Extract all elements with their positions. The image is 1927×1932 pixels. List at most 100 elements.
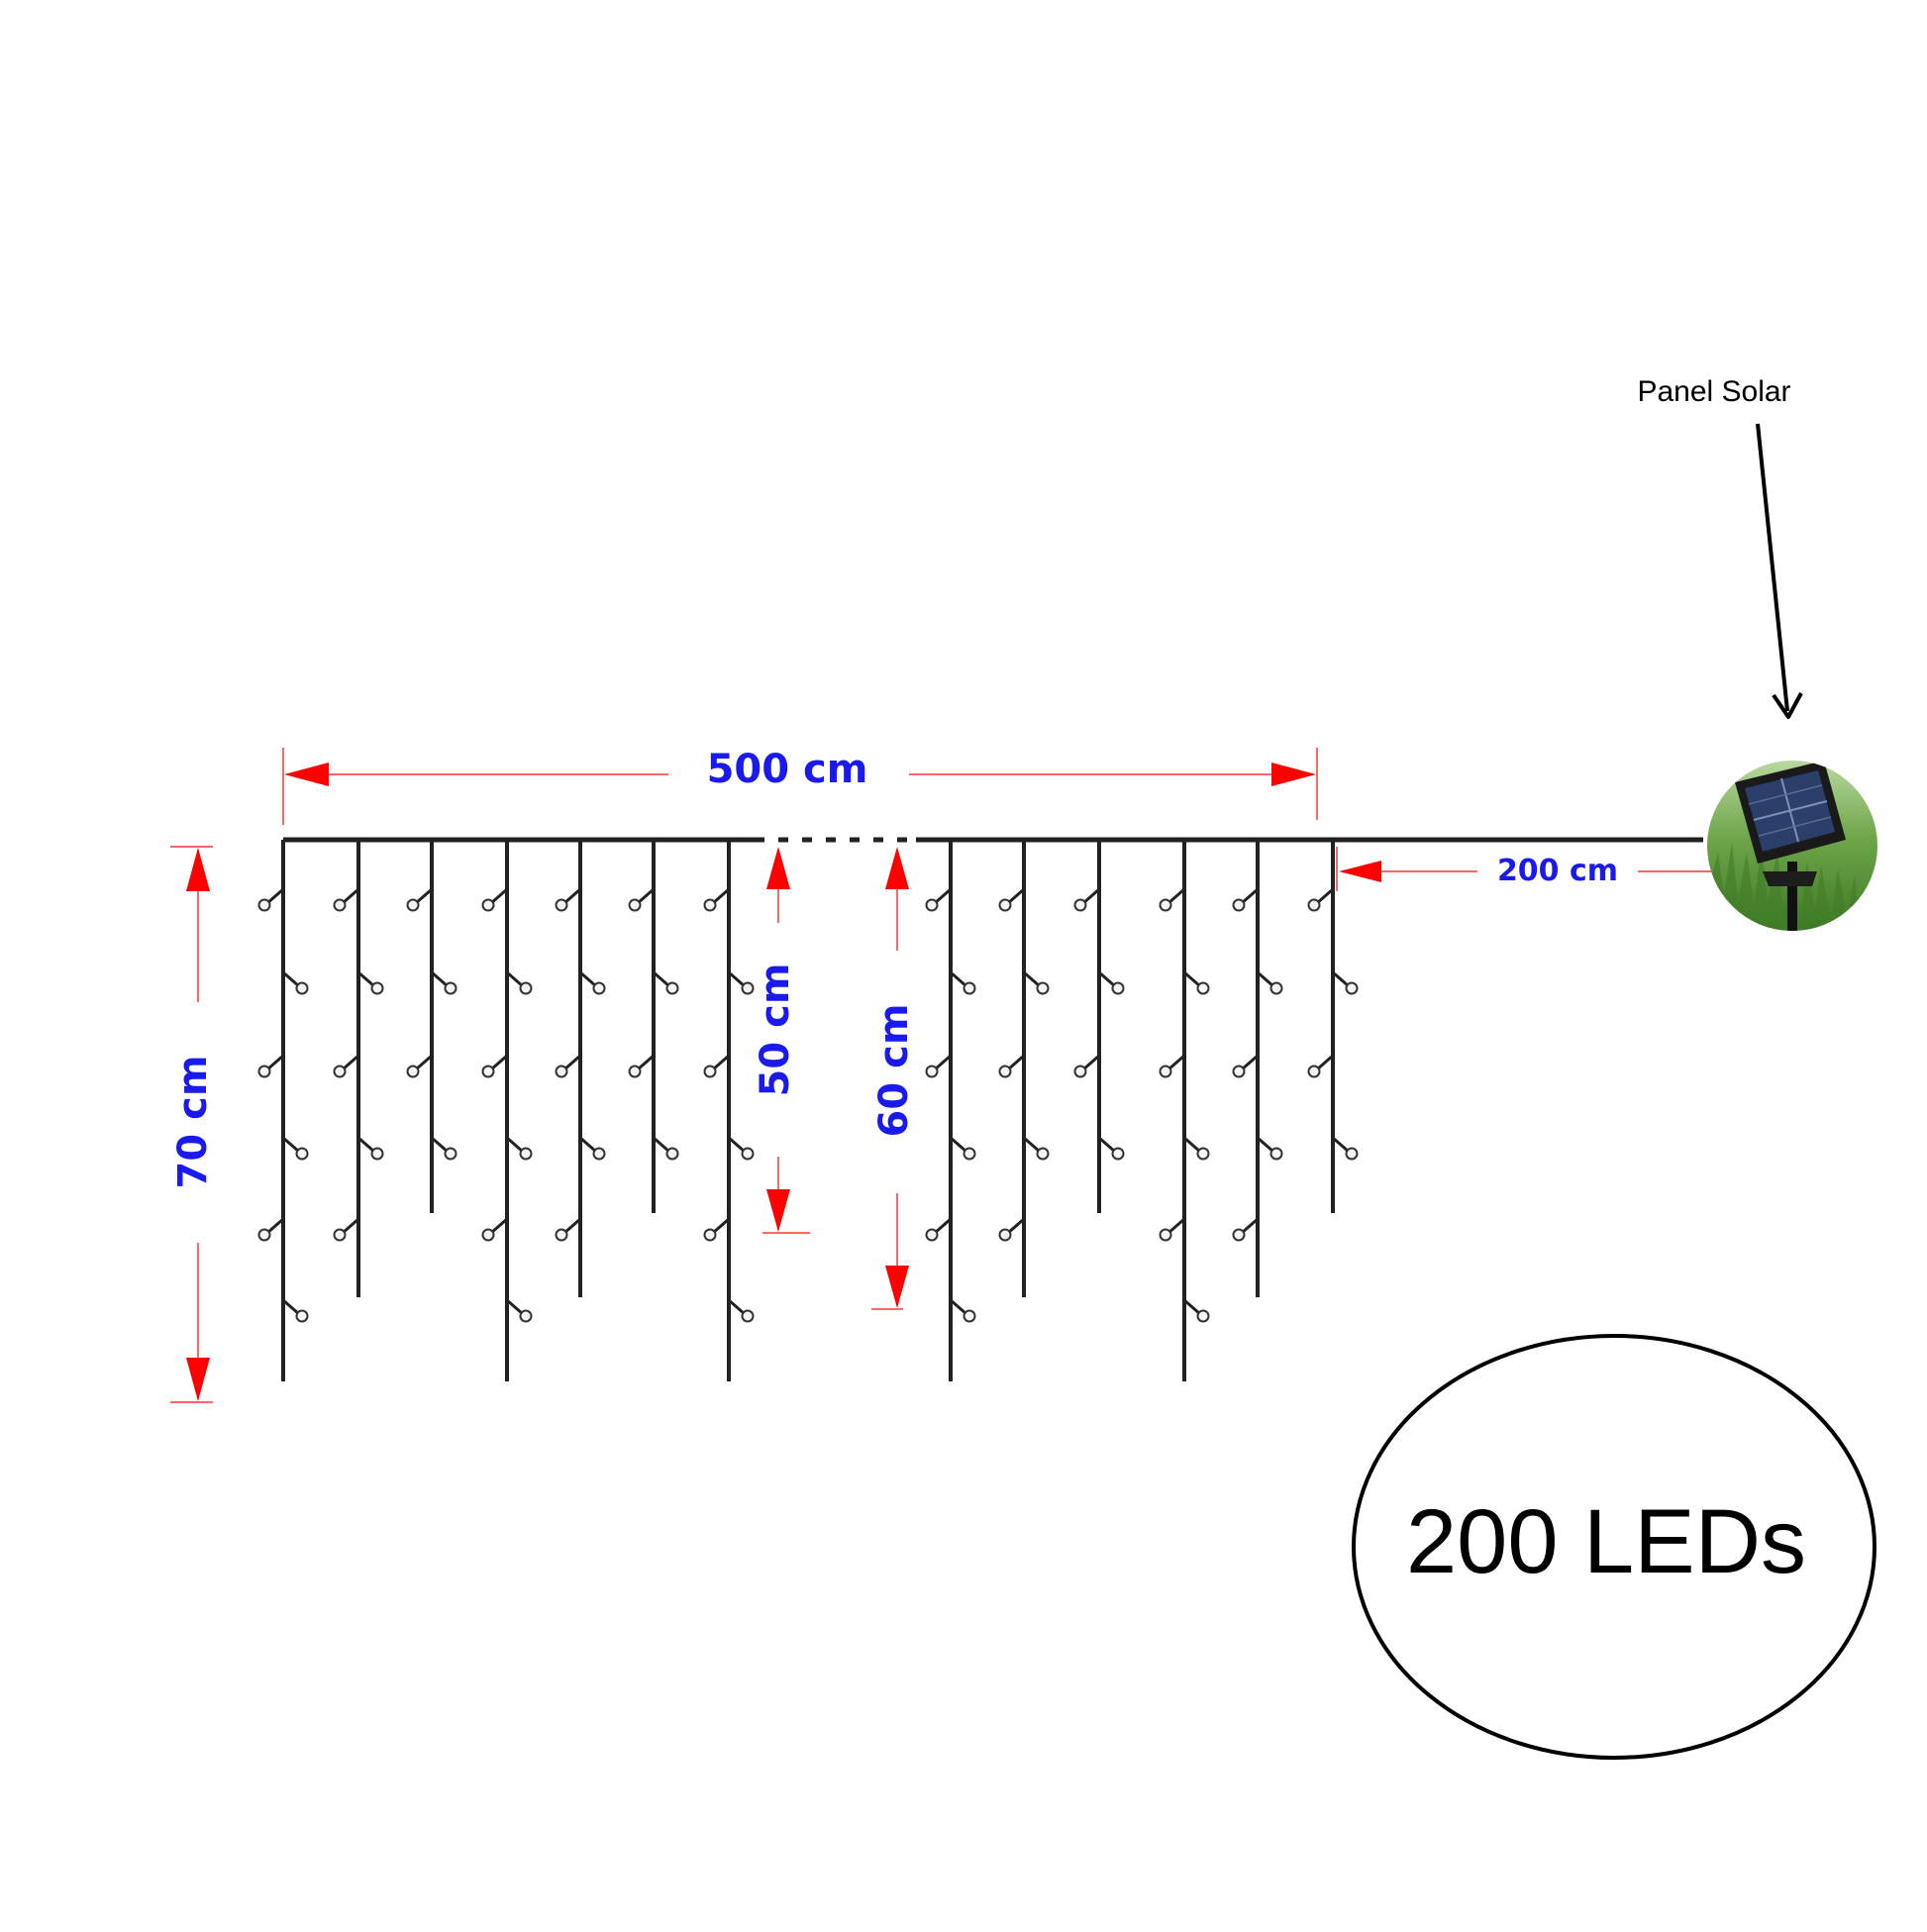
led-bulb-icon [592,1147,606,1161]
led-stub [934,1217,952,1235]
led-bulb-icon [925,1228,939,1242]
led-bulb-icon [1036,981,1050,995]
height-60-dimension: 60 cm [871,847,917,1310]
led-bulb-icon [628,1065,642,1078]
led-stub [1167,1054,1185,1071]
led-stub [950,1136,967,1154]
cable-label: 200 cm [1497,854,1618,888]
led-bulb-icon [925,898,939,912]
led-bulb-icon [406,1065,420,1078]
led-stub [1183,970,1201,988]
led-bulb-icon [998,1065,1012,1078]
led-stub [712,1054,730,1071]
led-stub [282,970,300,988]
led-stub [1007,1054,1025,1071]
arrow-down-icon [186,1358,210,1401]
led-stub [282,1136,300,1154]
led-bulb-icon [1111,1147,1125,1161]
led-stub [490,887,508,905]
height-60-label: 60 cm [871,1004,917,1138]
led-stub [266,1217,284,1235]
solar-panel-icon [1707,761,1877,931]
height-50-label: 50 cm [753,964,798,1097]
led-bulb-icon [519,1309,533,1323]
width-label: 500 cm [707,747,868,792]
led-bulb-icon [925,1065,939,1078]
led-stub [950,970,967,988]
led-stub [506,970,524,988]
led-bulb-icon [333,898,347,912]
led-stub [282,1298,300,1316]
led-stub [563,1054,581,1071]
led-bulb-icon [703,1228,717,1242]
led-bulb-icon [444,981,457,995]
led-bulb-icon [1111,981,1125,995]
height-70-dimension: 70 cm [170,846,216,1403]
led-bulb-icon [481,1228,495,1242]
led-stub [1098,970,1116,988]
led-bulb-icon [1232,898,1246,912]
arrow-left-icon [284,763,329,786]
led-bulb-icon [998,1228,1012,1242]
led-bulb-icon [333,1065,347,1078]
led-stub [712,1217,730,1235]
led-stub [653,1136,670,1154]
led-bulb-icon [1159,1228,1172,1242]
pointer-arrow-icon [1756,423,1803,719]
height-50-dimension: 50 cm [753,847,810,1234]
height-70-label: 70 cm [170,1056,216,1189]
led-stub [637,1054,655,1071]
led-stub [563,1217,581,1235]
led-stub [1023,970,1041,988]
led-stub [1316,887,1334,905]
led-bulb-icon [555,1065,568,1078]
led-bulb-icon [519,981,533,995]
led-stub [712,887,730,905]
led-bulb-icon [741,1309,755,1323]
led-bulb-icon [481,1065,495,1078]
led-stub [342,1217,359,1235]
led-stub [266,1054,284,1071]
led-stub [637,887,655,905]
led-stub [342,1054,359,1071]
led-stub [431,970,449,988]
led-stub [490,1054,508,1071]
led-bulb-icon [295,1309,309,1323]
led-bulb-icon [665,981,679,995]
led-stub [1098,1136,1116,1154]
led-bulb-icon [481,898,495,912]
width-dimension: 500 cm [282,747,1318,825]
led-stub [1183,1298,1201,1316]
led-count-text: 200 LEDs [1406,1491,1806,1592]
led-bulb-icon [555,898,568,912]
led-stub [728,1136,746,1154]
led-bulb-icon [1196,1147,1210,1161]
icicle-strands [257,840,1359,1381]
led-stub [490,1217,508,1235]
arrow-up-icon [766,847,790,889]
led-stub [1167,887,1185,905]
led-bulb-icon [963,981,976,995]
led-bulb-icon [1232,1065,1246,1078]
led-bulb-icon [257,898,271,912]
led-bulb-icon [1269,981,1283,995]
led-bulb-icon [1036,1147,1050,1161]
led-bulb-icon [295,1147,309,1161]
led-bulb-icon [1307,1065,1321,1078]
led-bulb-icon [741,1147,755,1161]
led-stub [357,1136,375,1154]
arrow-left-icon [1339,861,1381,882]
led-stub [728,970,746,988]
led-stub [415,1054,433,1071]
arrow-down-icon [885,1266,909,1308]
led-bulb-icon [1159,1065,1172,1078]
led-stub [934,887,952,905]
led-stub [1007,887,1025,905]
led-bulb-icon [998,898,1012,912]
led-bulb-icon [257,1065,271,1078]
led-stub [1316,1054,1334,1071]
led-bulb-icon [703,1065,717,1078]
led-stub [1241,1217,1259,1235]
led-bulb-icon [628,898,642,912]
